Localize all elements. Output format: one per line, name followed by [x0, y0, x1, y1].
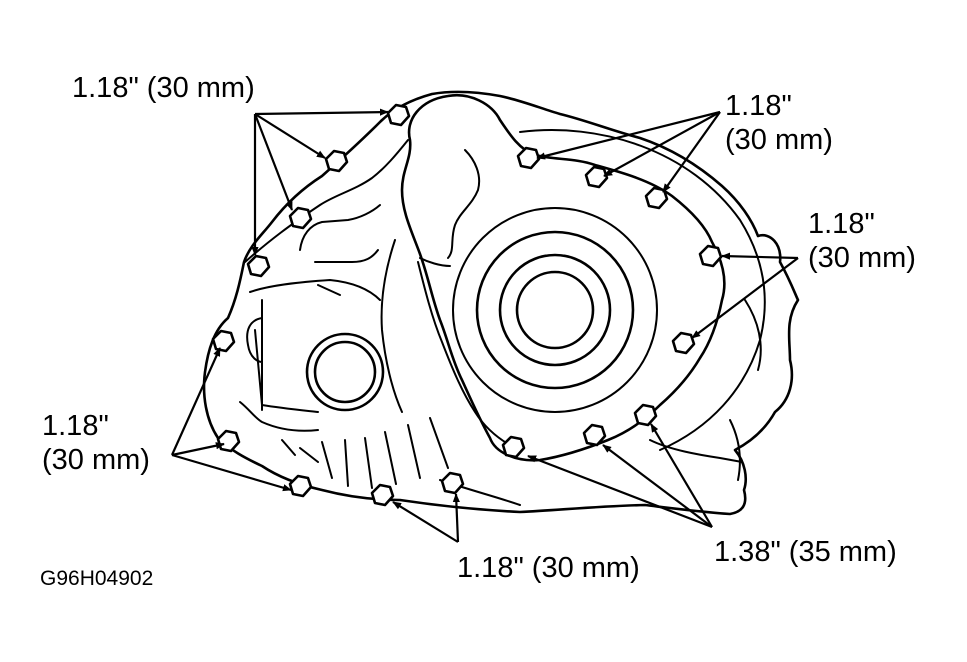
label-right-line2: (30 mm)	[808, 242, 916, 274]
label-bottom-center: 1.18" (30 mm)	[457, 552, 640, 584]
bolt-3	[288, 206, 313, 230]
right-side-details	[729, 299, 762, 481]
bolt-4	[246, 254, 271, 278]
bolt-1	[386, 103, 411, 127]
bottom-flange	[439, 439, 743, 506]
bolt-5	[516, 146, 541, 170]
left-housing-outline	[244, 139, 409, 263]
bolt-12	[288, 474, 313, 498]
housing-top-flange	[419, 149, 481, 267]
bolt-17	[633, 403, 658, 427]
bolt-13	[370, 483, 395, 507]
bottom-ribs	[281, 417, 449, 489]
bolt-10	[211, 329, 236, 353]
bolts	[211, 103, 723, 507]
left-housing-box	[246, 204, 381, 411]
converter-ring-3	[498, 253, 612, 367]
left-bearing-inner	[313, 340, 377, 404]
bell-outer-ring	[519, 129, 766, 451]
label-right-line1: 1.18"	[808, 208, 875, 240]
converter-housing-outline	[400, 93, 726, 462]
left-housing-rib	[314, 249, 379, 296]
bolt-9	[671, 331, 696, 355]
bolt-6	[584, 165, 609, 189]
bolt-2	[324, 149, 349, 173]
converter-ring-2	[475, 230, 635, 390]
label-bottom-right: 1.38" (35 mm)	[714, 536, 897, 568]
label-top-left: 1.18" (30 mm)	[72, 72, 255, 104]
reference-code: G96H04902	[40, 567, 154, 590]
label-top-right-line1: 1.18"	[725, 90, 792, 122]
bolt-14	[440, 471, 465, 495]
label-left-line2: (30 mm)	[42, 444, 150, 476]
bolt-11	[216, 429, 241, 453]
label-left-line1: 1.18"	[42, 410, 109, 442]
bolt-15	[501, 435, 526, 459]
converter-housing-wall	[380, 239, 516, 449]
label-top-right-line2: (30 mm)	[725, 124, 833, 156]
leader-arrows	[170, 108, 799, 543]
bolt-16	[582, 423, 607, 447]
converter-ring-1	[452, 207, 658, 413]
left-bearing-outer	[305, 332, 385, 412]
converter-ring-4	[515, 270, 595, 350]
bolt-8	[698, 244, 723, 268]
